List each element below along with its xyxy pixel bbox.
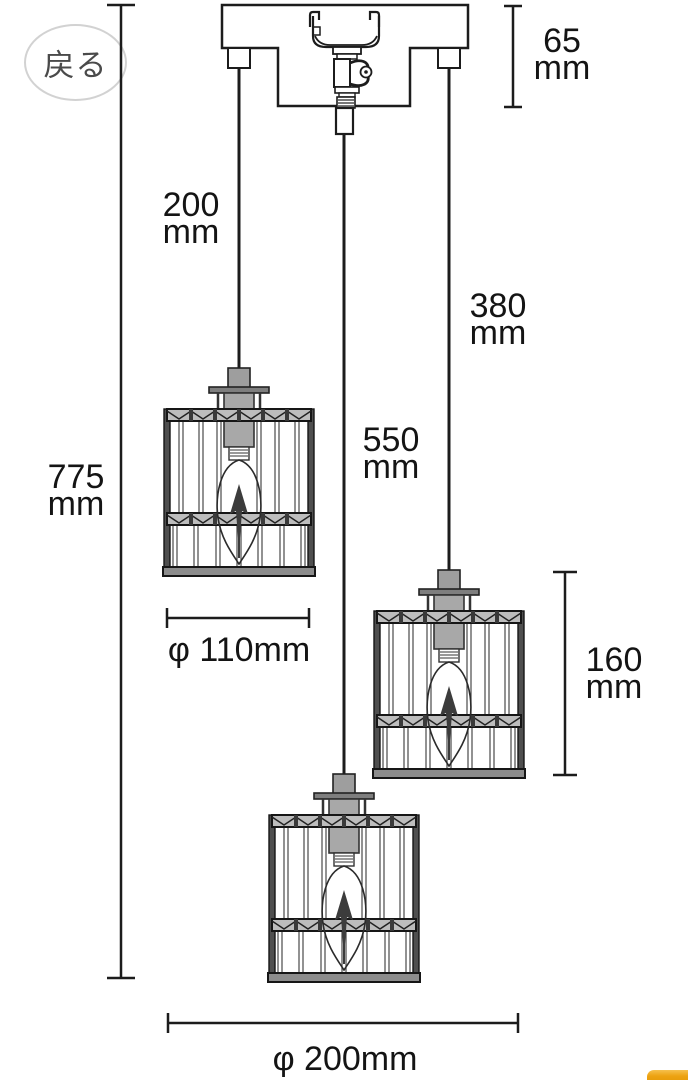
back-button[interactable]: 戻る — [24, 24, 127, 101]
dimension-lines — [107, 3, 577, 1033]
pendant-lamp-bottom — [268, 774, 420, 982]
pendant-lamp-right — [373, 570, 525, 778]
pendant-lamp-left — [163, 368, 315, 576]
dim-label-dia200: φ 200mm — [272, 1040, 418, 1078]
corner-action-button-partial[interactable] — [647, 1070, 688, 1080]
dim-label-dia110: φ 110mm — [167, 631, 311, 669]
back-button-label: 戻る — [43, 48, 108, 83]
ceiling-canopy — [220, 3, 470, 136]
